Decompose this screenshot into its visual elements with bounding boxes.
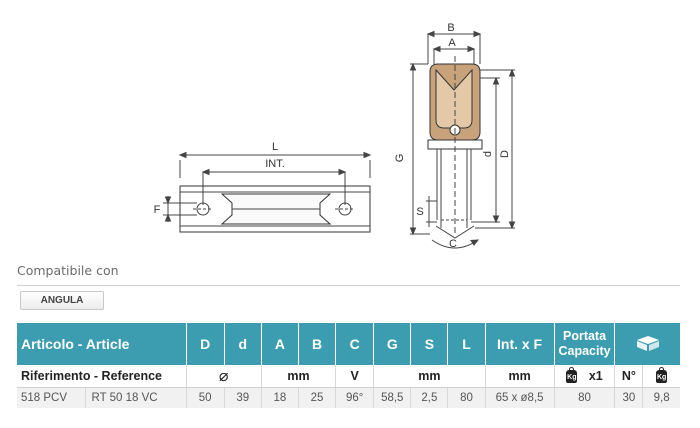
col-int-f: Int. x F bbox=[484, 323, 555, 365]
row-D: 50 bbox=[185, 387, 225, 408]
sub-v: V bbox=[335, 365, 374, 388]
label-B: B bbox=[447, 22, 454, 34]
col-d: d bbox=[223, 323, 262, 365]
technical-drawing: L INT. F bbox=[154, 22, 516, 250]
spec-table: Articolo - Article D d A B C G S L Int. … bbox=[17, 323, 680, 408]
col-S: S bbox=[410, 323, 448, 365]
row-capacity: 80 bbox=[553, 387, 615, 408]
label-F: F bbox=[154, 204, 161, 216]
sub-mm-ab: mm bbox=[260, 365, 336, 388]
label-A: A bbox=[448, 37, 456, 49]
row-A: 18 bbox=[260, 387, 299, 408]
col-G: G bbox=[373, 323, 411, 365]
col-A: A bbox=[260, 323, 299, 365]
row-G: 58,5 bbox=[373, 387, 411, 408]
label-G: G bbox=[394, 154, 406, 163]
sub-capacity: Kg x1 bbox=[553, 365, 615, 388]
col-article: Articolo - Article bbox=[17, 323, 187, 365]
sub-mm-intf: mm bbox=[484, 365, 555, 388]
sub-mm-gsl: mm bbox=[373, 365, 486, 388]
label-S: S bbox=[416, 206, 423, 218]
row-L: 80 bbox=[447, 387, 486, 408]
label-C: C bbox=[449, 238, 457, 250]
sub-n: N° bbox=[614, 365, 643, 388]
col-L: L bbox=[447, 323, 486, 365]
label-L: L bbox=[272, 141, 278, 153]
sub-x1: x1 bbox=[588, 368, 603, 383]
label-INT: INT. bbox=[265, 158, 285, 170]
sub-reference: Riferimento - Reference bbox=[17, 365, 187, 388]
row-n: 30 bbox=[614, 387, 643, 408]
col-capacity: Portata Capacity bbox=[553, 323, 615, 365]
row-d: 39 bbox=[223, 387, 262, 408]
row-S: 2,5 bbox=[410, 387, 448, 408]
col-B: B bbox=[297, 323, 336, 365]
sub-weight: Kg bbox=[642, 365, 680, 388]
row-reference: RT 50 18 VC bbox=[84, 387, 187, 408]
box-icon bbox=[636, 335, 659, 351]
label-d: d bbox=[482, 151, 494, 157]
table-subheader-row: Riferimento - Reference ⌀ mm V mm mm Kg … bbox=[17, 365, 680, 388]
divider bbox=[17, 285, 680, 286]
row-C: 96° bbox=[335, 387, 374, 408]
side-view bbox=[409, 30, 516, 249]
row-code: 518 PCV bbox=[17, 387, 86, 408]
row-B: 25 bbox=[297, 387, 336, 408]
weight-kg-icon-2: Kg bbox=[656, 367, 668, 384]
col-capacity-it: Portata bbox=[562, 329, 607, 343]
col-C: C bbox=[335, 323, 374, 365]
compat-tag-angula[interactable]: ANGULA bbox=[20, 291, 104, 310]
col-D: D bbox=[185, 323, 225, 365]
row-int-f: 65 x ø8,5 bbox=[484, 387, 555, 408]
col-box bbox=[614, 323, 680, 365]
compat-title: Compatibile con bbox=[17, 263, 119, 278]
row-weight: 9,8 bbox=[642, 387, 680, 408]
col-capacity-en: Capacity bbox=[558, 344, 611, 358]
sub-diameter: ⌀ bbox=[185, 365, 262, 388]
weight-kg-icon: Kg bbox=[566, 367, 578, 384]
label-D: D bbox=[499, 150, 511, 158]
top-view bbox=[163, 151, 372, 233]
table-header-row: Articolo - Article D d A B C G S L Int. … bbox=[17, 323, 680, 365]
